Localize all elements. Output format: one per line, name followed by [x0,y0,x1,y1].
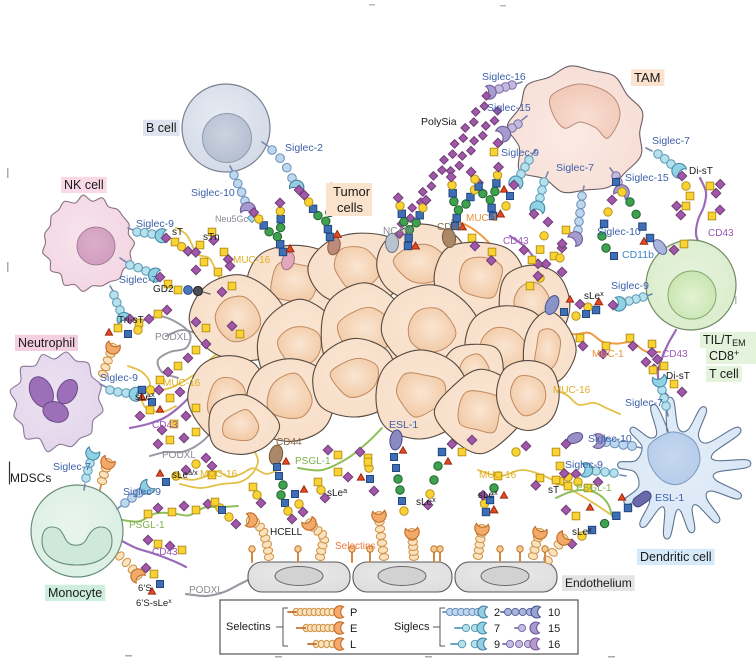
svg-text:16: 16 [548,639,560,651]
svg-text:Siglec-9: Siglec-9 [501,147,539,159]
svg-text:Siglec-7: Siglec-7 [119,274,157,286]
svg-text:MUC-16: MUC-16 [553,385,591,396]
svg-text:CD43: CD43 [503,236,529,247]
svg-text:L: L [350,639,356,651]
svg-text:MUC-16: MUC-16 [163,378,201,389]
svg-text:Selectins: Selectins [335,541,376,552]
svg-text:Siglecs: Siglecs [394,621,430,633]
svg-text:NK cell: NK cell [64,178,104,192]
svg-text:PODXL: PODXL [155,332,189,343]
svg-text:PODXL: PODXL [162,450,196,461]
svg-text:Siglec-7: Siglec-7 [556,162,594,174]
svg-text:2: 2 [494,607,500,619]
svg-text:7: 7 [494,623,500,635]
svg-text:Siglec-10: Siglec-10 [597,226,641,238]
svg-text:TAM: TAM [634,70,660,85]
svg-text:sLea: sLea [327,486,347,499]
svg-text:CD44: CD44 [437,222,463,233]
svg-text:Neu5Gc: Neu5Gc [215,214,249,224]
svg-text:PSGL-1: PSGL-1 [295,456,331,467]
svg-text:Siglec-7: Siglec-7 [625,397,663,409]
svg-text:15: 15 [548,623,560,635]
svg-text:CD11b: CD11b [622,249,654,261]
svg-text:sLex: sLex [416,495,436,508]
svg-text:MUC-1: MUC-1 [592,349,624,360]
svg-text:Siglec-7: Siglec-7 [652,135,690,147]
svg-text:Di-sT: Di-sT [689,166,713,177]
svg-text:HCELL: HCELL [270,527,303,538]
svg-text:Di-sT: Di-sT [666,371,690,382]
svg-text:MUC-16: MUC-16 [200,469,238,480]
svg-text:Siglec-15: Siglec-15 [487,102,531,114]
svg-text:Siglec-2: Siglec-2 [285,142,323,154]
svg-text:NCAM: NCAM [383,226,412,237]
svg-text:Siglec-10: Siglec-10 [588,433,632,445]
svg-text:sT: sT [548,485,559,496]
svg-text:Siglec-9: Siglec-9 [611,280,649,292]
svg-text:GD2: GD2 [153,284,174,295]
svg-text:PODXL: PODXL [189,585,223,596]
svg-text:Siglec-9: Siglec-9 [100,372,138,384]
svg-text:cells: cells [337,200,364,215]
svg-text:sLex: sLex [572,525,592,538]
svg-text:E: E [350,623,357,635]
svg-text:Tri-sT: Tri-sT [118,315,144,326]
svg-text:B cell: B cell [146,121,177,135]
svg-text:sLex: sLex [584,289,604,302]
svg-text:9: 9 [494,639,500,651]
svg-text:Siglec-9: Siglec-9 [565,459,603,471]
svg-text:ESL-1: ESL-1 [389,419,418,431]
svg-text:CD43: CD43 [708,228,734,239]
svg-text:Neutrophil: Neutrophil [18,336,75,350]
svg-text:Siglec-9: Siglec-9 [123,486,161,498]
svg-text:CD43: CD43 [662,349,688,360]
svg-text:Siglec-9: Siglec-9 [136,218,174,230]
svg-text:P: P [350,607,357,619]
svg-text:6’S-sLex: 6’S-sLex [136,598,172,609]
svg-text:Siglec-7: Siglec-7 [53,461,91,473]
svg-text:PSGL-1: PSGL-1 [129,520,165,531]
svg-text:Siglec-16: Siglec-16 [482,71,526,83]
svg-text:sTn: sTn [203,232,220,243]
svg-text:Endothelium: Endothelium [565,576,632,590]
svg-text:Selectins: Selectins [226,621,271,633]
svg-text:Monocyte: Monocyte [48,586,102,600]
svg-text:MUC-16: MUC-16 [233,255,271,266]
svg-text:Siglec-10: Siglec-10 [191,187,235,199]
svg-text:Siglec-15: Siglec-15 [625,172,669,184]
svg-text:6’S: 6’S [138,583,152,594]
svg-text:MUC-1: MUC-1 [466,213,498,224]
svg-text:ESL-1: ESL-1 [655,492,684,504]
svg-text:sT: sT [172,227,183,238]
svg-text:MDSCs: MDSCs [10,471,51,485]
svg-text:CD43: CD43 [152,420,178,431]
svg-text:sLex: sLex [135,390,155,403]
svg-text:PolySia: PolySia [421,116,457,128]
svg-text:MUC-16: MUC-16 [479,470,517,481]
svg-text:Dendritic cell: Dendritic cell [640,550,712,564]
svg-text:CD44: CD44 [276,437,302,448]
svg-text:10: 10 [548,607,560,619]
svg-text:Tumor: Tumor [333,184,371,199]
svg-text:sLex: sLex [478,488,498,501]
svg-text:CD8+: CD8+ [709,348,739,363]
svg-text:T cell: T cell [709,367,739,381]
svg-text:CD43: CD43 [152,547,178,558]
svg-text:PSGL-1: PSGL-1 [576,483,612,494]
